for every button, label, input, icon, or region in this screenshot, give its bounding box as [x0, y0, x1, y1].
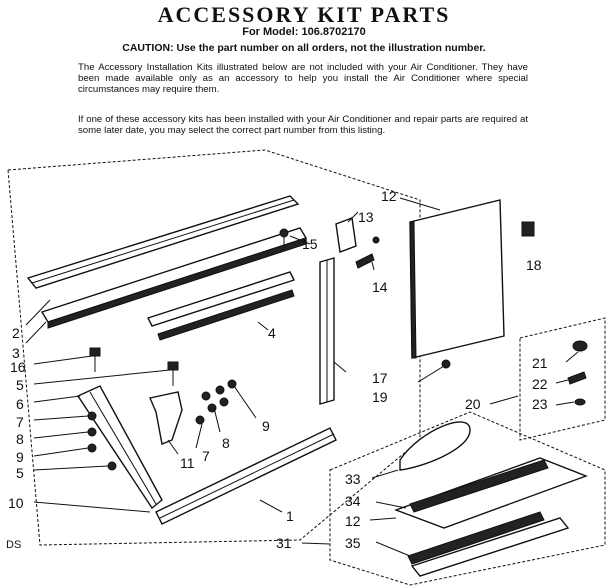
- page-title: ACCESSORY KIT PARTS: [157, 2, 451, 27]
- callout-9-right: 9: [262, 418, 270, 434]
- callout-4: 4: [268, 325, 276, 341]
- callout-19: 19: [372, 389, 388, 405]
- screw-15: [279, 228, 289, 250]
- kit-frame-panels: [329, 411, 606, 586]
- callout-14: 14: [372, 279, 388, 295]
- intro-paragraph-2: If one of these accessory kits has been …: [78, 114, 528, 136]
- callout-3: 3: [12, 345, 20, 361]
- callout-8-right: 8: [222, 435, 230, 451]
- callout-11: 11: [180, 455, 195, 471]
- callout-33: 33: [345, 471, 361, 487]
- brace-11: [149, 391, 183, 445]
- screw-23: [574, 398, 586, 406]
- angle-rail-2: [26, 195, 300, 289]
- rail-35: [407, 511, 570, 577]
- diagram-code: DS: [6, 539, 21, 551]
- kit-frame-hardware: [519, 317, 606, 441]
- callout-22: 22: [532, 376, 548, 392]
- callout-35: 35: [345, 535, 361, 551]
- bolt-5: [167, 361, 179, 386]
- callout-12-panel: 12: [381, 188, 397, 204]
- callout-1: 1: [286, 508, 294, 524]
- rail-4: [147, 271, 295, 341]
- callout-6: 6: [16, 396, 24, 412]
- callout-13: 13: [358, 209, 374, 225]
- sill-bracket-34: [393, 457, 588, 529]
- callout-7-left: 7: [16, 414, 24, 430]
- callout-15: 15: [302, 236, 318, 252]
- callout-21: 21: [532, 355, 548, 371]
- callout-16: 16: [10, 359, 26, 375]
- channel-10: [155, 427, 337, 525]
- gasket-33: [399, 421, 471, 471]
- model-number: For Model: 106.8702170: [242, 26, 366, 38]
- callout-17: 17: [372, 370, 388, 386]
- bolt-16: [89, 347, 101, 372]
- support-leg-6: [76, 385, 163, 510]
- callout-2: 2: [12, 325, 20, 341]
- callout-7-right: 7: [202, 448, 210, 464]
- callout-5-top: 5: [16, 377, 24, 393]
- clip-22: [567, 371, 587, 385]
- channel-17: [319, 257, 335, 405]
- callout-23: 23: [532, 396, 548, 412]
- side-panel-12: [409, 199, 505, 359]
- leader-lines: [25, 197, 579, 557]
- screw-14: [355, 253, 375, 269]
- callout-9-left: 9: [16, 449, 24, 465]
- callout-34: 34: [345, 493, 361, 509]
- callout-5-bottom: 5: [16, 465, 24, 481]
- callout-12-sill: 12: [345, 513, 361, 529]
- callout-18: 18: [526, 257, 542, 273]
- callout-10: 10: [8, 495, 24, 511]
- clip-18: [521, 221, 535, 237]
- intro-paragraph-1: The Accessory Installation Kits illustra…: [78, 62, 528, 95]
- knob-21: [572, 340, 588, 352]
- angle-rail-3: [40, 227, 308, 329]
- callout-8-left: 8: [16, 431, 24, 447]
- callout-20: 20: [465, 396, 481, 412]
- bracket-13: [335, 217, 380, 253]
- callout-31: 31: [276, 535, 292, 551]
- caution-note: CAUTION: Use the part number on all orde…: [122, 42, 486, 54]
